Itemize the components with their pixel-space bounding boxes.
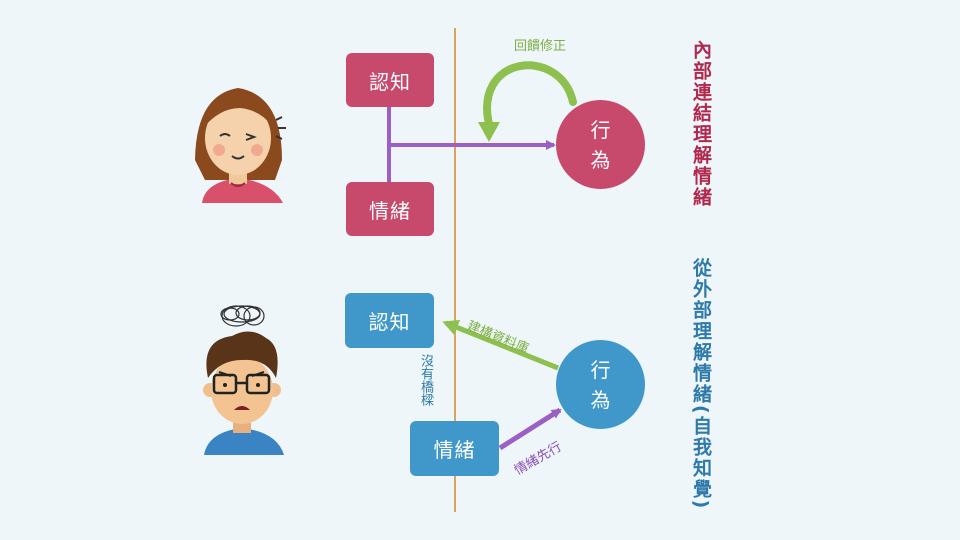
bottom-cognition-label: 認知	[368, 310, 411, 334]
bottom-emotion-label: 情緒	[433, 438, 476, 462]
bottom-side-title: 從外部理解情緒(自我知覺)	[690, 258, 712, 511]
emotion-first-arrow	[498, 407, 562, 451]
no-bridge-label: 沒有橋樑	[418, 354, 433, 406]
build-db-arrow	[442, 320, 559, 371]
top-cognition-box: 認知	[346, 53, 434, 107]
top-behavior-char1: 行	[590, 117, 611, 142]
confusion-scribble-icon	[220, 305, 265, 327]
top-behavior-circle: 行 為	[556, 100, 645, 189]
bottom-behavior-circle: 行 為	[556, 340, 645, 429]
feedback-arrowhead	[478, 122, 500, 142]
top-side-title: 內部連結理解情緒	[690, 40, 712, 208]
top-cognition-label: 認知	[369, 69, 411, 94]
bottom-behavior-char2: 為	[590, 387, 611, 412]
bottom-cognition-box: 認知	[345, 293, 434, 348]
top-emotion-box: 情緒	[346, 182, 434, 236]
bottom-emotion-box: 情緒	[410, 421, 499, 476]
bottom-behavior-char1: 行	[590, 357, 611, 382]
top-emotion-label: 情緒	[369, 198, 411, 223]
feedback-label: 回饋修正	[514, 39, 567, 54]
feedback-arc	[483, 61, 577, 132]
top-behavior-char2: 為	[590, 147, 611, 172]
boy-avatar	[203, 305, 284, 455]
girl-avatar	[195, 88, 286, 203]
